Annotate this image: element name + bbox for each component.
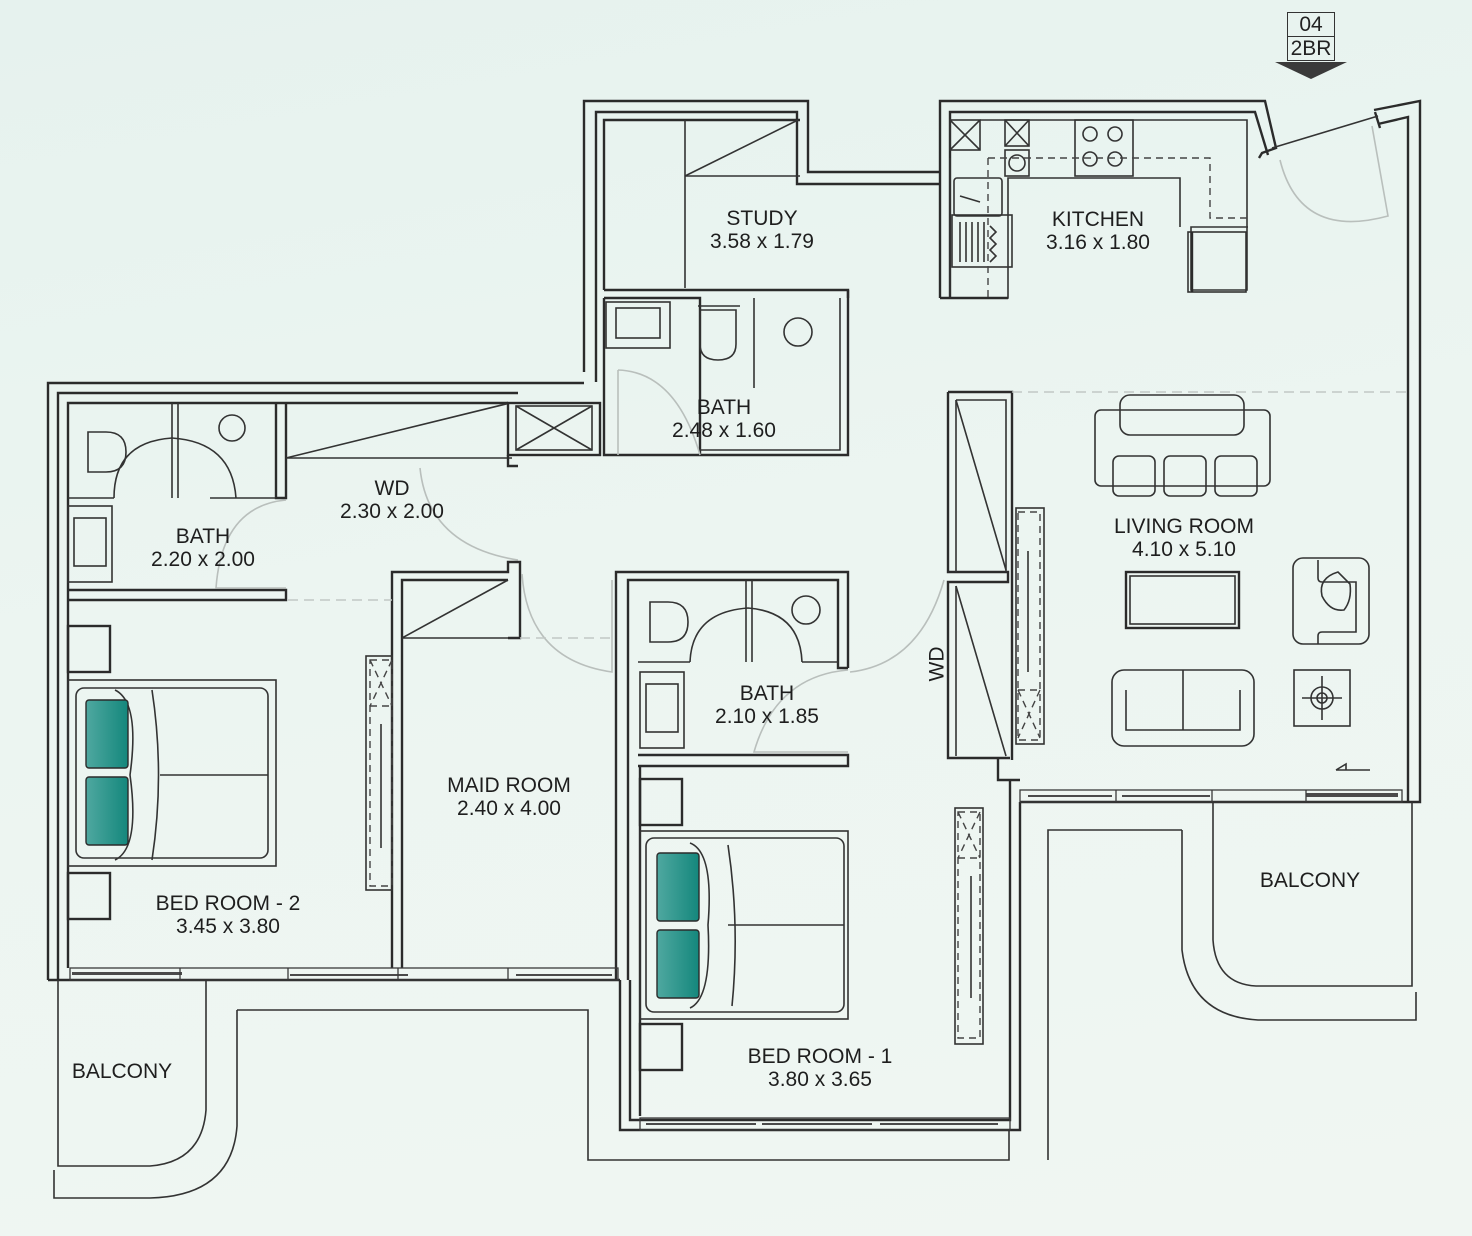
wd-hall <box>285 401 602 561</box>
kitchen <box>940 119 1248 300</box>
room-label-balcony-left: BALCONY <box>71 1060 173 1083</box>
windows <box>69 789 1403 1131</box>
bedroom-1 <box>638 766 984 1116</box>
room-label-balcony-right: BALCONY <box>1259 869 1361 892</box>
bedroom-2 <box>66 624 393 921</box>
balconies <box>53 802 1417 1199</box>
unit-number: 04 <box>1299 13 1323 36</box>
bath-study <box>602 290 850 457</box>
bath-bed1 <box>614 570 945 980</box>
unit-tag: 04 2BR <box>1287 12 1335 61</box>
bath-bed2 <box>67 403 288 602</box>
direction-arrow-down-icon <box>1275 62 1347 79</box>
unit-type: 2BR <box>1288 36 1334 60</box>
wd-vertical <box>946 390 1408 782</box>
maid-room <box>288 560 616 968</box>
room-label-wd-vertical: WD <box>925 646 949 682</box>
living-room <box>1015 115 1389 771</box>
